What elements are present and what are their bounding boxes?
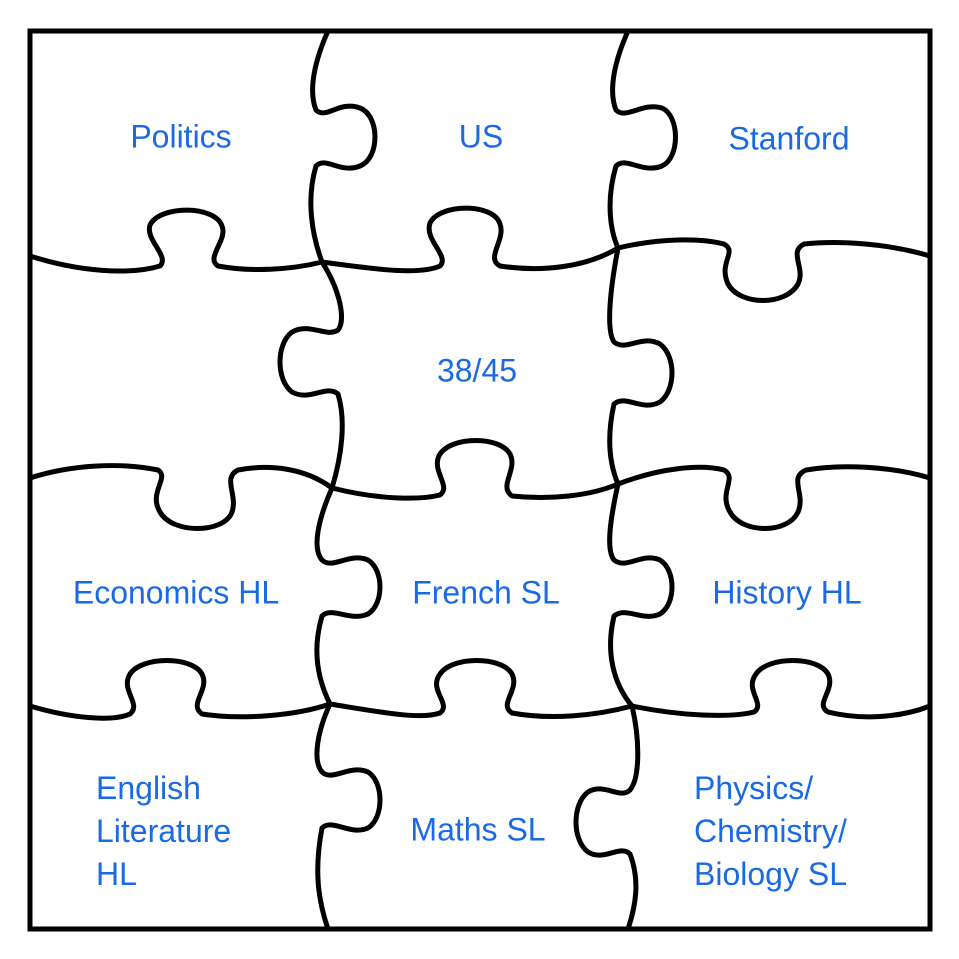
puzzle-frame: [27, 28, 933, 932]
piece-label-sciences: Physics/ Chemistry/ Biology SL: [694, 767, 847, 896]
piece-label-english-line-3: HL: [96, 856, 137, 892]
seam-horizontal-1: [29, 205, 931, 303]
seam-horizontal-2: [29, 438, 931, 531]
piece-label-politics: Politics: [130, 118, 232, 155]
piece-label-maths: Maths SL: [410, 811, 546, 848]
seam-vertical-1: [277, 29, 383, 930]
piece-label-sciences-line-2: Chemistry/: [694, 813, 847, 849]
piece-label-sciences-line-1: Physics/: [694, 770, 814, 806]
piece-label-sciences-line-3: Biology SL: [694, 856, 847, 892]
piece-label-stanford: Stanford: [728, 120, 850, 157]
piece-label-us: US: [458, 118, 504, 155]
piece-label-english-line-2: Literature: [96, 813, 232, 849]
piece-label-economics: Economics HL: [72, 574, 280, 611]
piece-label-english: English Literature HL: [96, 767, 231, 896]
seam-horizontal-3: [29, 658, 931, 721]
seam-vertical-2: [573, 29, 678, 930]
piece-label-english-line-1: English: [96, 770, 201, 806]
piece-label-history: History HL: [712, 574, 862, 611]
piece-label-score: 38/45: [436, 352, 518, 389]
piece-label-french: French SL: [412, 574, 560, 611]
